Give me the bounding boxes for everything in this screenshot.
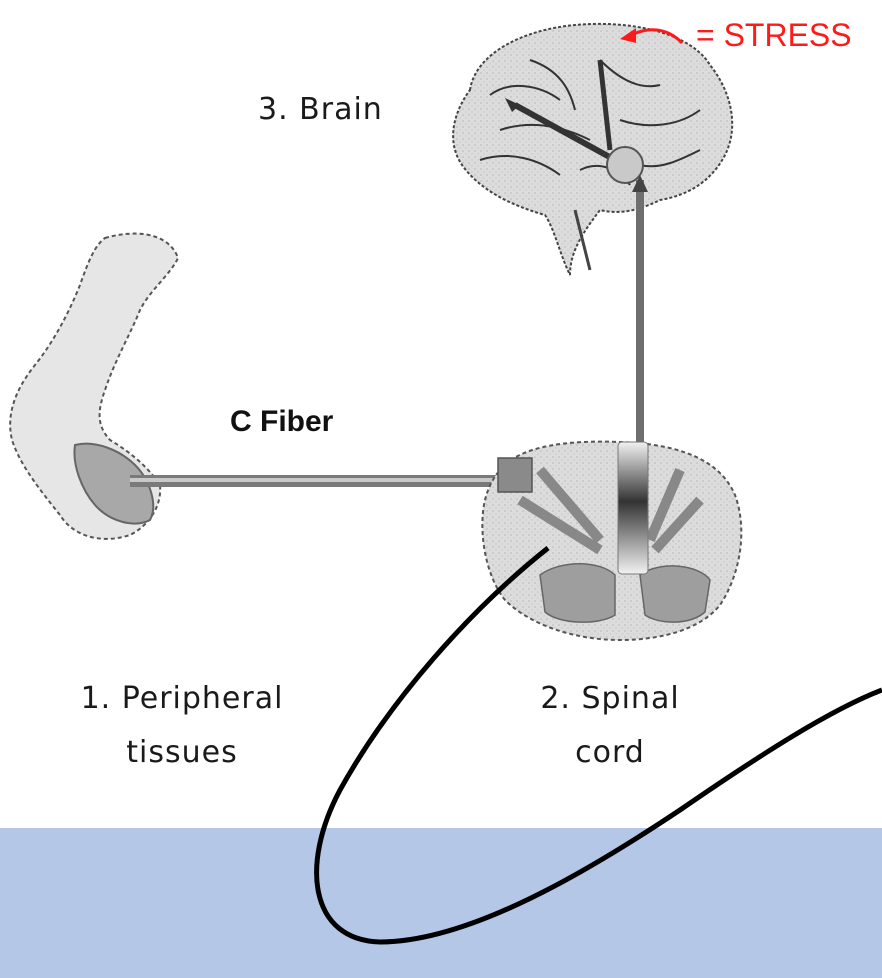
peripheral-tissues-label: 1. Peripheral tissues [52,672,312,780]
spinal-cord [482,442,741,640]
ascending-pathway [632,175,648,460]
peripheral-label-line2: tissues [52,726,312,780]
spinal-cord-label: 2. Spinal cord [500,672,720,780]
peripheral-tissue [10,234,178,539]
brain-label: 3. Brain [258,92,383,127]
c-fiber-label: C Fiber [230,405,333,439]
peripheral-label-line1: 1. Peripheral [52,672,312,726]
stress-legend-text: = STRESS [696,17,852,54]
spinal-label-line2: cord [500,726,720,780]
curved-arrow-icon [612,15,692,55]
spinal-label-line1: 2. Spinal [500,672,720,726]
c-fiber-pathway [130,475,515,487]
stress-legend: = STRESS [612,10,852,60]
brain [453,24,732,275]
